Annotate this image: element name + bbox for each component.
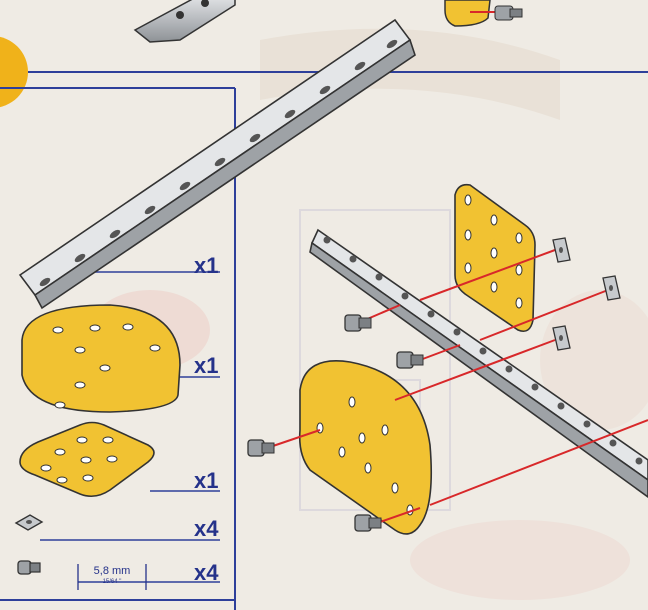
quantity-label-nut: x4 (194, 518, 218, 540)
quantity-label-bolt: x4 (194, 562, 218, 584)
quantity-label-square-plate: x1 (194, 470, 218, 492)
bolt-length-mm: 5,8 mm (80, 566, 144, 577)
quantity-label-strip: x1 (194, 255, 218, 277)
parts-list-bolt (18, 561, 40, 574)
quantity-label-half-round: x1 (194, 355, 218, 377)
parts-list-half-round-plate (22, 305, 180, 412)
bolt-length-inches: 15/64 " (80, 579, 144, 585)
